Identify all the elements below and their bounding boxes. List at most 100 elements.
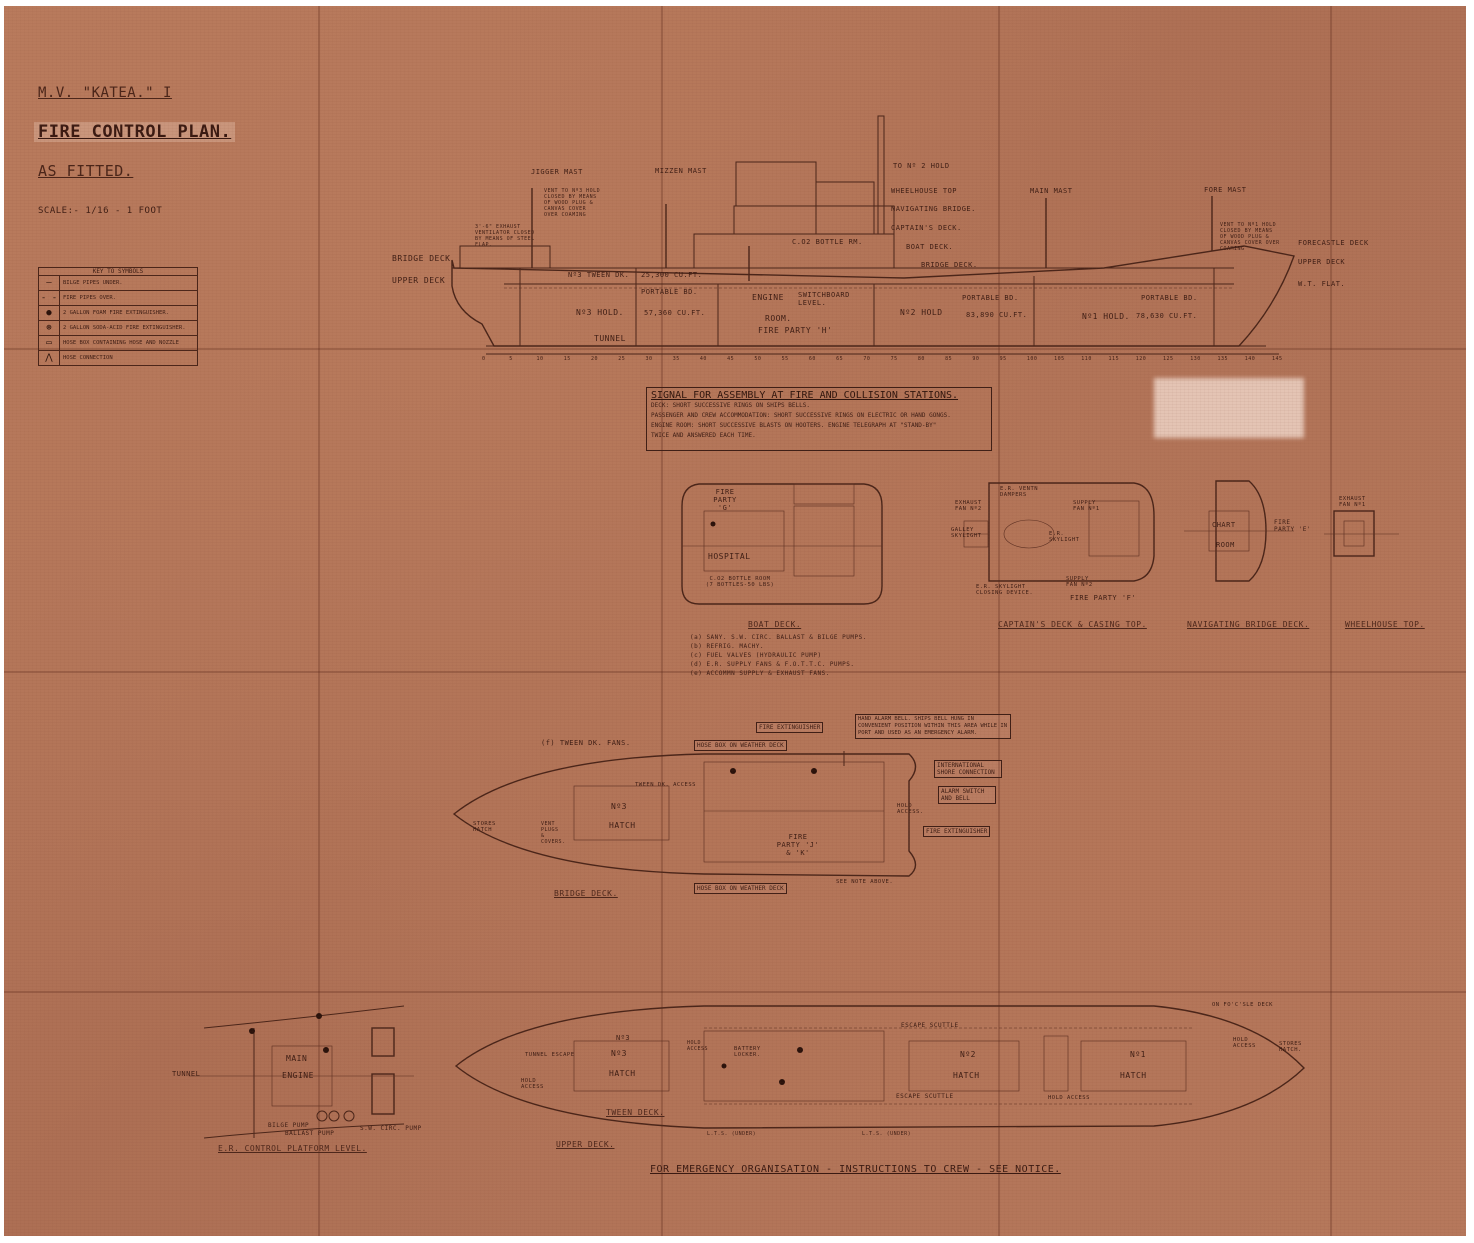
- er-skylight-label: E.R. SKYLIGHT: [1049, 531, 1080, 543]
- key-desc: 2 GALLON FOAM FIRE EXTINGUISHER.: [63, 310, 169, 316]
- hand-alarm-callout: HAND ALARM BELL. SHIPS BELL HUNG IN CONV…: [855, 714, 1011, 739]
- bridge-deck-plan: [452, 751, 917, 877]
- portable-bd-label: PORTABLE BD.: [641, 288, 698, 296]
- signal-box: SIGNAL FOR ASSEMBLY AT FIRE AND COLLISIO…: [646, 387, 992, 451]
- frame-number: 20: [590, 356, 598, 362]
- boat-deck-label: BOAT DECK.: [906, 243, 954, 251]
- key-row: ⋀HOSE CONNECTION: [39, 351, 197, 365]
- vent-no1-note: VENT TO Nº1 HOLD CLOSED BY MEANS OF WOOD…: [1220, 222, 1280, 252]
- frame-number: 45: [727, 356, 735, 362]
- no3-tween-capacity: 25,300 CU.FT.: [641, 271, 703, 279]
- chart-label: CHART: [1212, 521, 1236, 529]
- hatch-label: HATCH: [1120, 1071, 1147, 1080]
- frame-number: 80: [917, 356, 925, 362]
- fold-line: [661, 6, 663, 1236]
- no1-label: Nº1: [1130, 1050, 1146, 1059]
- frame-number: 35: [672, 356, 680, 362]
- frame-number: 50: [754, 356, 762, 362]
- main-mast-label: MAIN MAST: [1030, 187, 1073, 195]
- nav-bridge-plan: [1184, 480, 1294, 582]
- tunnel-label: TUNNEL: [172, 1070, 201, 1078]
- plan-subtitle: AS FITTED.: [38, 162, 134, 180]
- signal-line: PASSENGER AND CREW ACCOMMODATION: SHORT …: [651, 412, 951, 419]
- alarm-switch-callout: ALARM SWITCH AND BELL: [938, 786, 996, 804]
- forecastle-deck-label: FORECASTLE DECK: [1298, 239, 1369, 247]
- fire-extinguisher-callout: FIRE EXTINGUISHER: [923, 826, 991, 837]
- hold-access-label: HOLD ACCESS: [521, 1078, 544, 1090]
- vent-no3-note: VENT TO Nº3 HOLD CLOSED BY MEANS OF WOOD…: [544, 188, 601, 218]
- frame-number: 0: [482, 356, 486, 362]
- footer-note: FOR EMERGENCY ORGANISATION - INSTRUCTION…: [650, 1164, 1061, 1175]
- key-desc: FIRE PIPES OVER.: [63, 295, 116, 301]
- ballast-pump-label: BALLAST PUMP: [285, 1130, 335, 1137]
- hospital-label: HOSPITAL: [708, 552, 751, 561]
- tween-access-label: TWEEN DK. ACCESS: [635, 782, 696, 788]
- exhaust-fan2-label: EXHAUST FAN Nº2: [955, 500, 982, 512]
- boat-deck-note: (e) ACCOMMN SUPPLY & EXHAUST FANS.: [690, 670, 830, 677]
- galley-skylight-label: GALLEY SKYLIGHT: [951, 527, 982, 539]
- upper-deck-caption: UPPER DECK.: [556, 1140, 615, 1149]
- key-symbol: ⋀: [39, 351, 60, 365]
- supply-fan2-label: SUPPLY FAN Nº2: [1066, 576, 1093, 588]
- plan-title: FIRE CONTROL PLAN.: [34, 122, 236, 142]
- signal-line: TWICE AND ANSWERED EACH TIME.: [651, 432, 756, 439]
- fold-line: [4, 671, 1466, 673]
- frame-number: 5: [509, 356, 513, 362]
- frame-number: 70: [863, 356, 871, 362]
- signal-line: ENGINE ROOM: SHORT SUCCESSIVE BLASTS ON …: [651, 422, 937, 429]
- hold-access-label: HOLD ACCESS: [687, 1040, 709, 1052]
- lts-under-label: L.T.S. (UNDER): [862, 1131, 912, 1137]
- frame-number: 25: [618, 356, 626, 362]
- exhaust-vent-note: 3'-6" EXHAUST VENTILATOR CLOSED BY MEANS…: [475, 224, 535, 248]
- hatch-label: HATCH: [609, 1069, 636, 1078]
- room-label: ROOM: [1216, 541, 1235, 549]
- key-row: ●2 GALLON FOAM FIRE EXTINGUISHER.: [39, 306, 197, 321]
- portable-bd-label: PORTABLE BD.: [1141, 294, 1198, 302]
- co2-room-label: C.O2 BOTTLE RM.: [792, 238, 863, 246]
- boat-deck-note: (d) E.R. SUPPLY FANS & F.O.T.T.C. PUMPS.: [690, 661, 855, 668]
- bridge-deck-caption: BRIDGE DECK.: [554, 889, 618, 898]
- hose-box-callout: HOSE BOX ON WEATHER DECK: [694, 883, 787, 894]
- boat-deck-note: (c) FUEL VALVES (HYDRAULIC PUMP): [690, 652, 822, 659]
- captains-deck-caption: CAPTAIN'S DECK & CASING TOP.: [998, 620, 1147, 629]
- upper-deck-plan: [454, 1005, 1305, 1129]
- frame-number: 95: [999, 356, 1007, 362]
- key-title: KEY TO SYMBOLS: [39, 268, 197, 276]
- upper-deck-label-r: UPPER DECK: [1298, 258, 1346, 266]
- boat-deck-note: (b) REFRIG. MACHY.: [690, 643, 765, 650]
- er-skylight-closing-label: E.R. SKYLIGHT CLOSING DEVICE.: [976, 584, 1034, 596]
- key-symbol: ⊛: [39, 321, 60, 335]
- wheelhouse-top-label: WHEELHOUSE TOP: [891, 187, 958, 195]
- lts-under-label: L.T.S. (UNDER): [707, 1131, 757, 1137]
- frame-number: 60: [808, 356, 816, 362]
- hatch-label: HATCH: [953, 1071, 980, 1080]
- frame-number: 135: [1217, 356, 1229, 362]
- ship-name: M.V. "KATEA." I: [38, 85, 172, 101]
- ship-profile: [451, 115, 1295, 355]
- frame-number: 140: [1244, 356, 1256, 362]
- key-desc: BILGE PIPES UNDER.: [63, 280, 123, 286]
- escape-scuttle-label: ESCAPE SCUTTLE: [896, 1093, 954, 1100]
- key-row: —BILGE PIPES UNDER.: [39, 276, 197, 291]
- erased-patch: [1154, 378, 1304, 438]
- jigger-mast-label: JIGGER MAST: [531, 168, 583, 176]
- no2-hold-label: Nº2 HOLD: [900, 308, 943, 317]
- frame-number: 65: [836, 356, 844, 362]
- frame-number: 85: [945, 356, 953, 362]
- hold-access-label: HOLD ACCESS: [1233, 1037, 1256, 1049]
- bridge-deck-label-r: BRIDGE DECK.: [921, 261, 978, 269]
- frame-number: 10: [536, 356, 544, 362]
- er-platform-plan: [189, 1005, 414, 1139]
- wheelhouse-caption: WHEELHOUSE TOP.: [1345, 620, 1425, 629]
- frame-number: 75: [890, 356, 898, 362]
- frame-number: 125: [1163, 356, 1174, 362]
- supply-fan1-label: SUPPLY FAN Nº1: [1073, 500, 1100, 512]
- frame-number: 15: [563, 356, 571, 362]
- frame-number: 90: [972, 356, 980, 362]
- fire-party-g-label: FIRE PARTY 'G': [713, 488, 737, 512]
- key-row: - -FIRE PIPES OVER.: [39, 291, 197, 306]
- key-desc: HOSE BOX CONTAINING HOSE AND NOZZLE: [63, 340, 179, 346]
- co2-bottle-room-label: C.O2 BOTTLE ROOM (7 BOTTLES-50 LBS): [705, 576, 775, 588]
- see-note-label: SEE NOTE ABOVE.: [836, 879, 894, 885]
- tunnel-label: TUNNEL: [594, 334, 626, 343]
